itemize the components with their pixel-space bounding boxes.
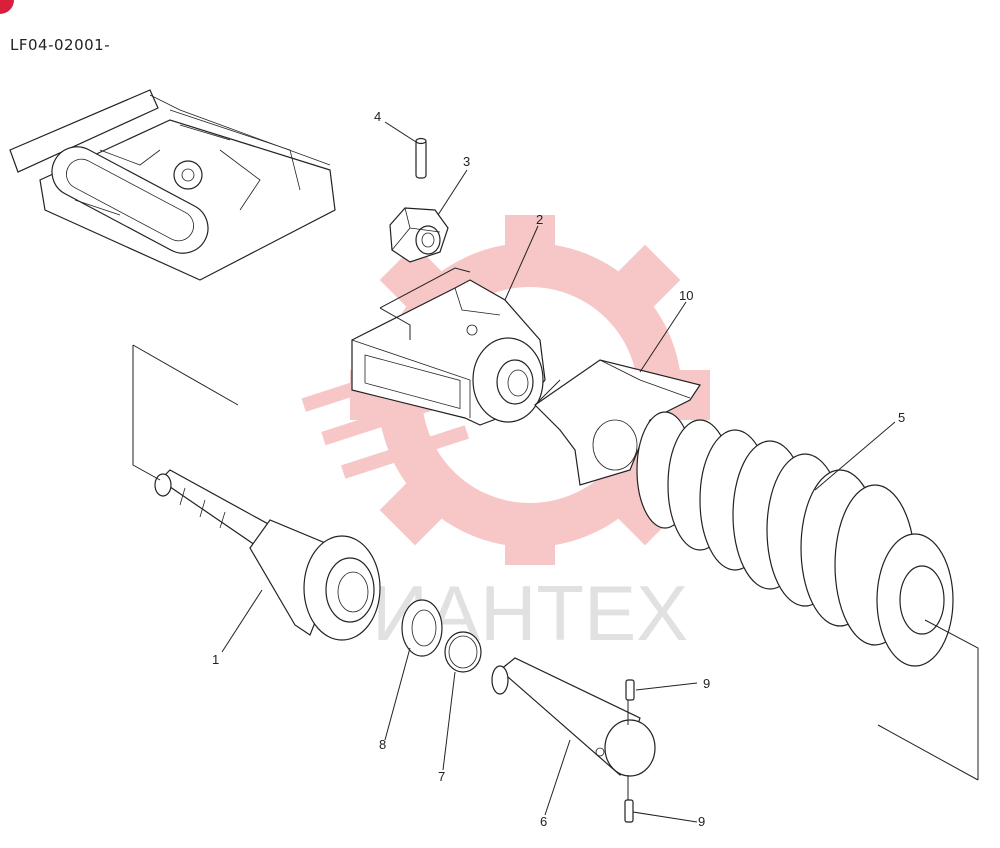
reference-lines bbox=[132, 267, 979, 800]
part-8-washer bbox=[401, 599, 443, 657]
part-9-spring-pin-lower bbox=[624, 799, 634, 823]
callout-6: 6 bbox=[540, 814, 547, 829]
part-2-yoke bbox=[351, 279, 546, 426]
callout-5: 5 bbox=[898, 410, 905, 425]
callout-3: 3 bbox=[463, 154, 470, 169]
callout-8: 8 bbox=[379, 737, 386, 752]
leader-lines bbox=[221, 121, 896, 823]
part-9-spring-pin-upper bbox=[625, 679, 635, 701]
callout-1: 1 bbox=[212, 652, 219, 667]
part-7-oring bbox=[444, 631, 482, 673]
callout-9-upper: 9 bbox=[703, 676, 710, 691]
part-1-rod bbox=[154, 469, 381, 641]
document-code: LF04-02001- bbox=[10, 36, 111, 54]
callout-4: 4 bbox=[374, 109, 381, 124]
part-10-plate bbox=[534, 359, 701, 486]
callout-7: 7 bbox=[438, 769, 445, 784]
part-5-spring bbox=[636, 411, 954, 667]
callout-2: 2 bbox=[536, 212, 543, 227]
part-3-nut bbox=[389, 207, 449, 263]
machine-overview-inset bbox=[9, 89, 336, 281]
part-6-pin bbox=[491, 657, 656, 777]
callout-9-lower: 9 bbox=[698, 814, 705, 829]
callout-10: 10 bbox=[679, 288, 693, 303]
part-4-pin bbox=[415, 137, 427, 179]
